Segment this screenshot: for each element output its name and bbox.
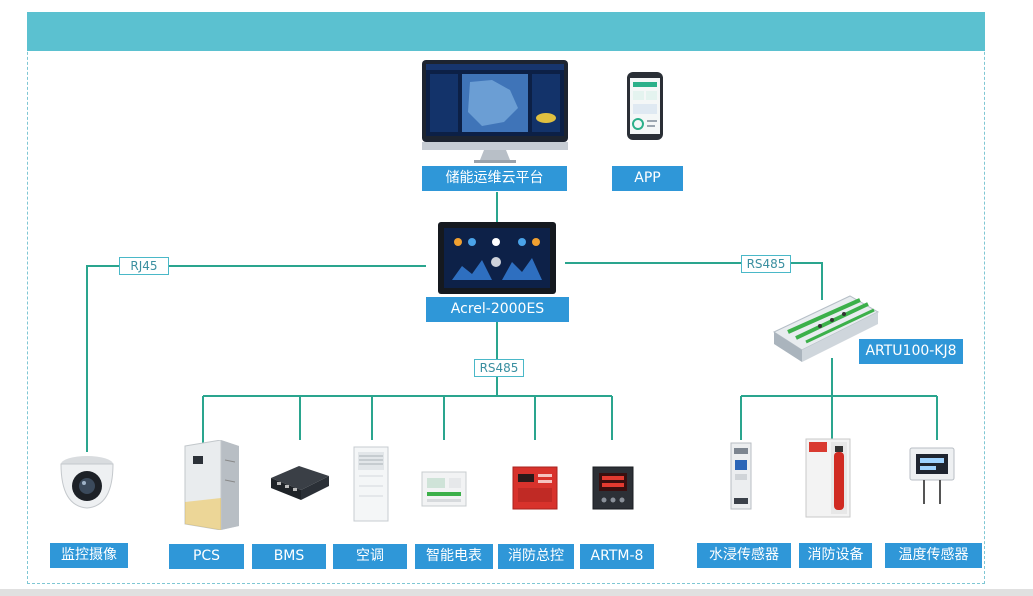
fire-panel-icon: [512, 466, 558, 510]
temp-sensor-label: 温度传感器: [885, 543, 982, 568]
water-sensor-label: 水浸传感器: [697, 543, 791, 568]
phone-icon: [627, 72, 663, 140]
cloud-platform-label: 储能运维云平台: [422, 166, 567, 191]
wire-rj45: [86, 265, 426, 452]
camera-icon: [60, 456, 114, 509]
ac-label: 空调: [333, 544, 407, 569]
monitor-icon: [422, 60, 568, 163]
temp-sensor-icon: [909, 447, 955, 504]
smart-meter-icon: [421, 471, 467, 507]
touchscreen-icon: [438, 222, 556, 294]
meter-label: 智能电表: [415, 544, 493, 569]
header-bar: [27, 12, 985, 51]
io-module-icon: [772, 295, 880, 362]
camera-label: 监控摄像: [50, 543, 128, 568]
fire-control-label: 消防总控: [498, 544, 574, 569]
bottom-strip: [0, 589, 1033, 596]
bms-label: BMS: [252, 544, 326, 569]
controller-label: Acrel-2000ES: [426, 297, 569, 322]
artu-module-label: ARTU100-KJ8: [859, 339, 963, 364]
app-label: APP: [612, 166, 683, 191]
artm-meter-icon: [592, 466, 634, 510]
pcs-cabinet-icon: [184, 440, 239, 530]
artm-label: ARTM-8: [580, 544, 654, 569]
fire-extinguisher-icon: [805, 438, 851, 518]
air-conditioner-icon: [353, 446, 389, 522]
pcs-label: PCS: [169, 544, 244, 569]
wire-rs485-right: [565, 262, 823, 300]
rs485-bottom-tag: RS485: [474, 359, 524, 377]
water-sensor-icon: [730, 442, 752, 510]
rj45-tag: RJ45: [119, 257, 169, 275]
fire-equipment-label: 消防设备: [799, 543, 872, 568]
bms-box-icon: [271, 466, 329, 500]
rs485-right-tag: RS485: [741, 255, 791, 273]
